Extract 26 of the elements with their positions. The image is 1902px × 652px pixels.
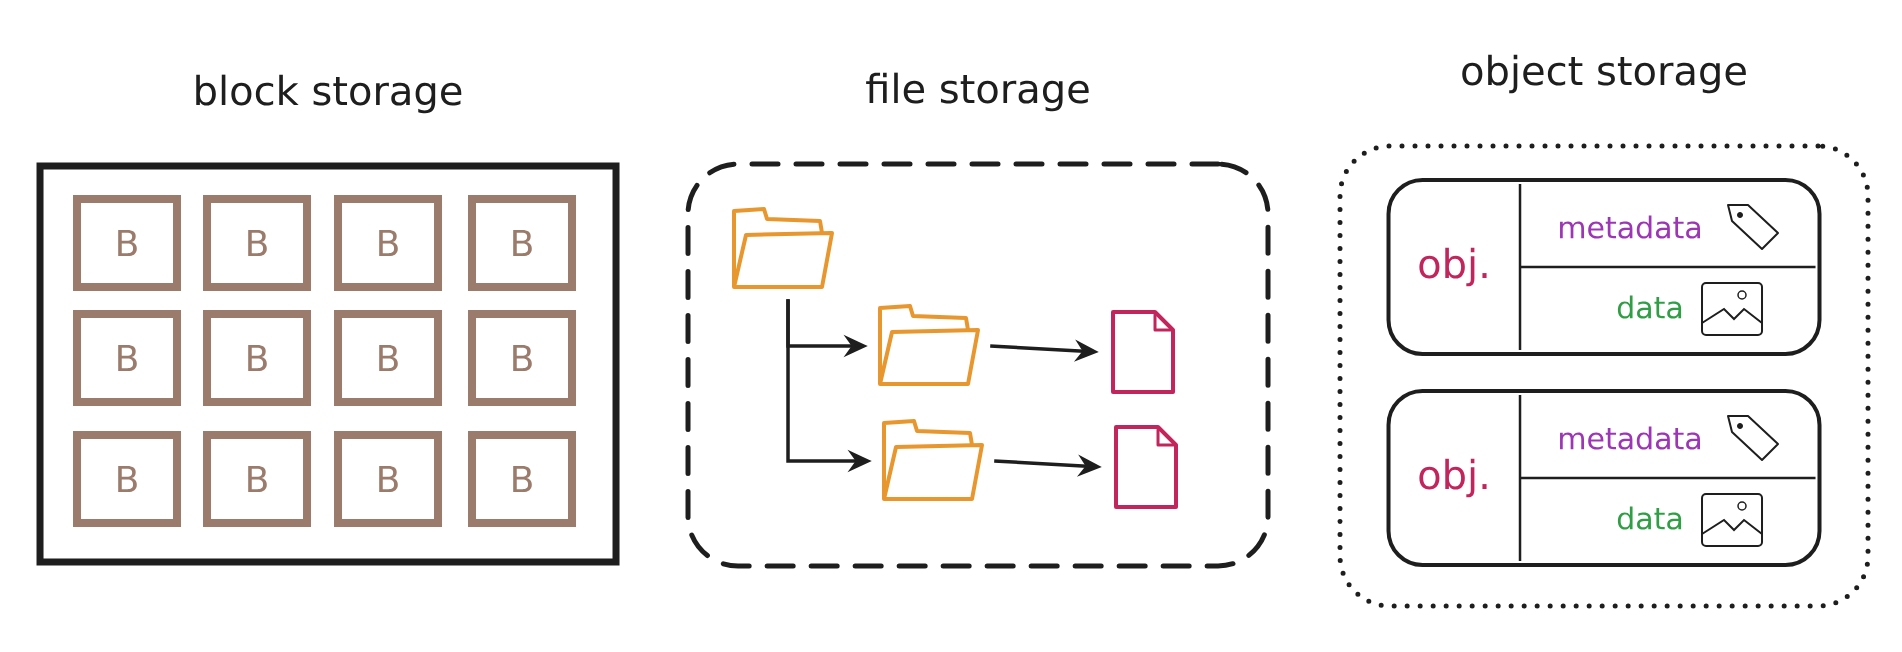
block-box: B <box>73 310 181 406</box>
label: data <box>1617 295 1682 319</box>
block-box: B <box>334 310 442 406</box>
file-icon <box>1114 425 1178 509</box>
block-box: B <box>203 195 311 291</box>
file-icon <box>1111 310 1175 394</box>
folder-icon <box>732 207 834 289</box>
block-box: B <box>334 195 442 291</box>
label: metadata <box>1560 215 1700 239</box>
label: obj. <box>1419 458 1487 498</box>
block-box: B <box>468 431 576 527</box>
label: data <box>1617 506 1682 530</box>
block-box: B <box>73 195 181 291</box>
heading: block storage <box>196 74 462 114</box>
block-box: B <box>334 431 442 527</box>
block-box: B <box>468 195 576 291</box>
block-box: B <box>203 310 311 406</box>
folder-icon <box>882 419 984 501</box>
block-box: B <box>73 431 181 527</box>
block-box: B <box>468 310 576 406</box>
folder-icon <box>878 304 980 386</box>
label: metadata <box>1560 426 1700 450</box>
block-box: B <box>203 431 311 527</box>
label: obj. <box>1419 247 1487 287</box>
heading: file storage <box>866 72 1089 112</box>
heading: object storage <box>1462 54 1746 94</box>
